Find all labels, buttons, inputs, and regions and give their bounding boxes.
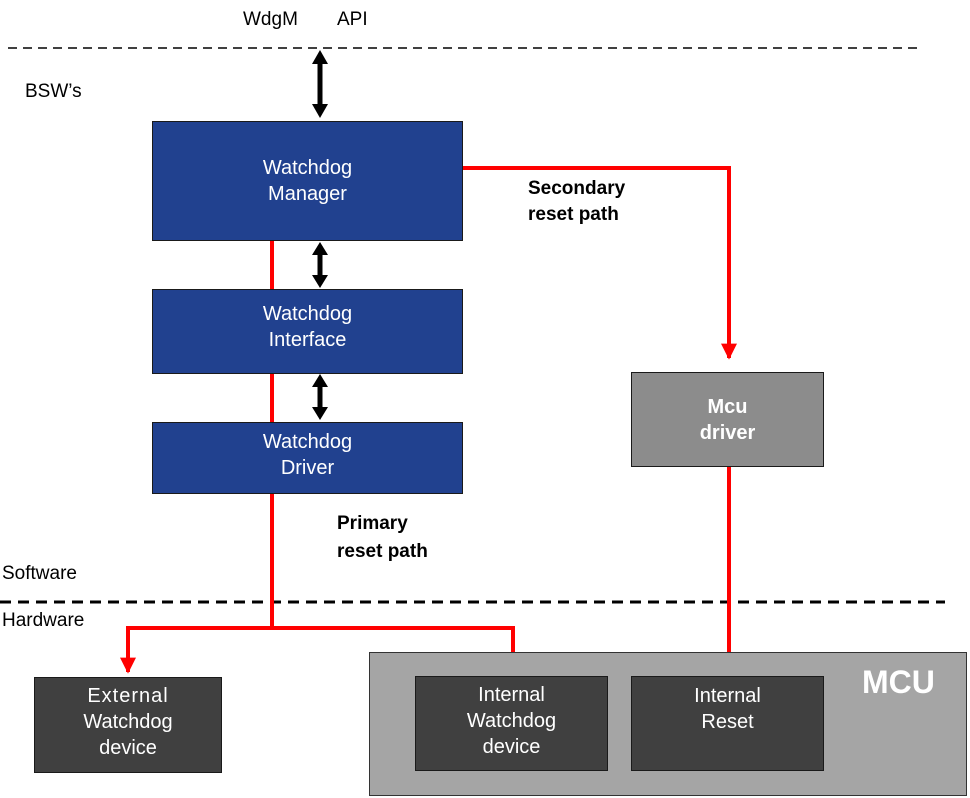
internal-watchdog-line-2: Watchdog: [466, 709, 557, 732]
internal-reset-line-1: Internal: [694, 685, 761, 707]
manager-interface-double-arrow: [312, 242, 328, 288]
external-watchdog-device-box: External Watchdog device: [34, 677, 222, 773]
external-watchdog-line-1: External: [87, 685, 169, 707]
primary-to-external-watchdog-line: [120, 626, 272, 674]
internal-reset-box: Internal Reset: [631, 676, 824, 771]
mcu-driver-line-2: driver: [699, 421, 756, 444]
bsw-layer-label: BSW’s: [25, 81, 82, 102]
software-layer-label: Software: [2, 563, 77, 584]
watchdog-interface-line-1: Watchdog: [262, 302, 353, 325]
internal-reset-line-2: Reset: [701, 711, 754, 733]
secondary-label-line-1: Secondary: [528, 178, 626, 199]
secondary-label-line-2: reset path: [528, 204, 619, 225]
api-label: API: [337, 9, 368, 30]
secondary-reset-path-line: [462, 166, 737, 360]
mcu-driver-box: Mcu driver: [631, 372, 824, 467]
watchdog-interface-line-2: Interface: [268, 328, 347, 351]
internal-watchdog-line-1: Internal: [478, 683, 545, 706]
primary-label-line-1: Primary: [337, 513, 408, 534]
interface-driver-double-arrow: [312, 374, 328, 420]
external-watchdog-line-3: device: [99, 737, 157, 759]
mcu-container-label: MCU: [862, 664, 935, 700]
watchdog-driver-line-2: Driver: [280, 457, 335, 479]
primary-reset-path-label: Primary reset path: [337, 510, 428, 566]
watchdog-interface-box: Watchdog Interface: [152, 289, 463, 374]
internal-watchdog-line-3: device: [482, 735, 541, 758]
wdgm-label: WdgM: [243, 9, 298, 30]
api-double-arrow: [312, 50, 328, 118]
watchdog-driver-line-1: Watchdog: [262, 431, 353, 453]
watchdog-manager-line-1: Watchdog: [262, 157, 353, 179]
watchdog-manager-line-2: Manager: [268, 183, 347, 205]
primary-label-line-2: reset path: [337, 541, 428, 562]
external-watchdog-line-2: Watchdog: [83, 711, 173, 733]
watchdog-manager-box: Watchdog Manager: [152, 121, 463, 241]
mcu-driver-line-1: Mcu: [707, 395, 748, 418]
secondary-reset-path-label: Secondary reset path: [528, 176, 625, 228]
hardware-layer-label: Hardware: [2, 610, 85, 631]
watchdog-driver-box: Watchdog Driver: [152, 422, 463, 494]
internal-watchdog-device-box: Internal Watchdog device: [415, 676, 608, 771]
